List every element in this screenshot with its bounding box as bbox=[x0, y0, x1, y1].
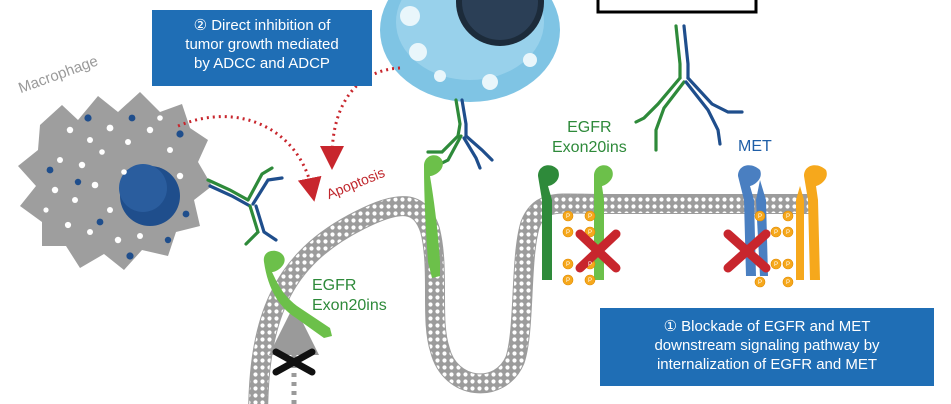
egfr-receptor-right-dark bbox=[538, 165, 559, 280]
svg-text:P: P bbox=[758, 214, 762, 220]
adcc-adcp-box: ② Direct inhibition of tumor growth medi… bbox=[152, 10, 372, 86]
ligand-block-x-icon bbox=[272, 348, 316, 376]
blockade-box: ① Blockade of EGFR and MET downstream si… bbox=[600, 308, 934, 386]
svg-text:P: P bbox=[786, 280, 790, 286]
svg-text:P: P bbox=[566, 214, 570, 220]
phospho-sites bbox=[562, 210, 794, 288]
adcp-arrow bbox=[177, 115, 322, 202]
svg-text:P: P bbox=[786, 262, 790, 268]
egfr-block-x-icon bbox=[575, 229, 621, 273]
svg-text:P: P bbox=[588, 214, 592, 220]
antibody-tumor-icon bbox=[426, 98, 494, 170]
top-box-edge bbox=[596, 0, 758, 14]
egfr-left-label-line-2: Exon20ins bbox=[312, 297, 387, 314]
adcc-box-line-2: tumor growth mediated bbox=[185, 36, 339, 53]
svg-text:P: P bbox=[588, 230, 592, 236]
egfr-left-label-line-1: EGFR bbox=[312, 277, 357, 294]
blockade-box-line-1: ① Blockade of EGFR and MET bbox=[663, 318, 871, 335]
blockade-box-line-2: downstream signaling pathway by bbox=[654, 337, 880, 354]
egfr-right-label: EGFR Exon20ins bbox=[552, 118, 627, 158]
svg-text:P: P bbox=[588, 278, 592, 284]
egfr-right-label-line-1: EGFR bbox=[567, 119, 612, 136]
svg-text:P: P bbox=[566, 230, 570, 236]
egfr-right-label-line-2: Exon20ins bbox=[552, 139, 627, 156]
adcc-box-line-3: by ADCC and ADCP bbox=[194, 55, 330, 72]
egfr-left-label: EGFR Exon20ins bbox=[312, 276, 387, 316]
adcc-arrow bbox=[320, 66, 401, 170]
met-receptor-orange bbox=[796, 165, 827, 280]
adcc-box-line-1: ② Direct inhibition of bbox=[193, 17, 331, 34]
blockade-box-line-3: internalization of EGFR and MET bbox=[656, 356, 878, 373]
antibody-macrophage-icon bbox=[206, 166, 284, 246]
cell-membrane bbox=[248, 193, 810, 404]
egfr-receptor-center bbox=[424, 155, 443, 278]
phospho-labels: P P P P P P P P P P P P P P P P bbox=[566, 214, 790, 286]
svg-text:P: P bbox=[774, 262, 778, 268]
svg-text:P: P bbox=[566, 262, 570, 268]
met-label: MET bbox=[738, 138, 772, 155]
antibody-bispecific-icon bbox=[634, 24, 744, 152]
met-block-x-icon bbox=[723, 229, 771, 273]
svg-text:P: P bbox=[786, 214, 790, 220]
svg-text:P: P bbox=[566, 278, 570, 284]
egfr-receptor-left bbox=[263, 250, 332, 338]
macrophage-cell bbox=[18, 92, 212, 270]
svg-text:P: P bbox=[786, 230, 790, 236]
svg-text:P: P bbox=[774, 230, 778, 236]
svg-text:P: P bbox=[758, 280, 762, 286]
svg-text:P: P bbox=[588, 262, 592, 268]
tumor-cell bbox=[380, 0, 560, 102]
